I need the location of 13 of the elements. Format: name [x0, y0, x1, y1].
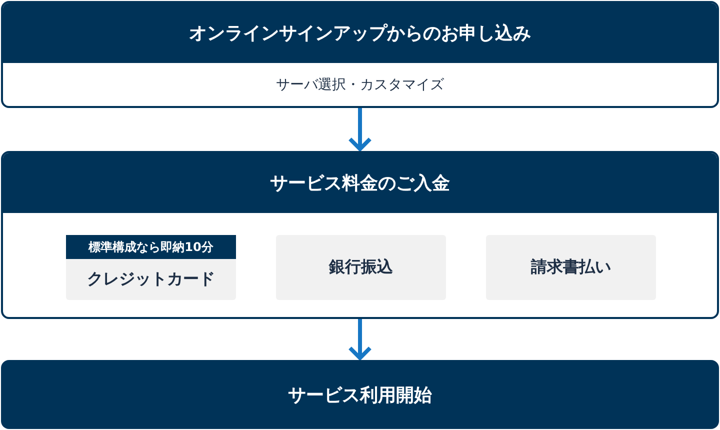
step-card: [1, 1, 719, 108]
badge-label: 標準構成なら即納10分: [66, 235, 236, 259]
payment-option: [66, 235, 236, 300]
step-heading: サービス料金のご入金: [3, 153, 717, 213]
step-card: [1, 151, 719, 319]
option-label: クレジットカード: [87, 269, 215, 290]
step-heading: サービス利用開始: [1, 360, 719, 429]
arrow: [348, 108, 372, 151]
step-heading: オンラインサインアップからのお申し込み: [3, 3, 717, 63]
arrow: [348, 319, 372, 360]
step-description: サーバ選択・カスタマイズ: [275, 76, 445, 94]
payment-option: 銀行振込: [276, 235, 446, 300]
payment-option: 請求書払い: [486, 235, 656, 300]
